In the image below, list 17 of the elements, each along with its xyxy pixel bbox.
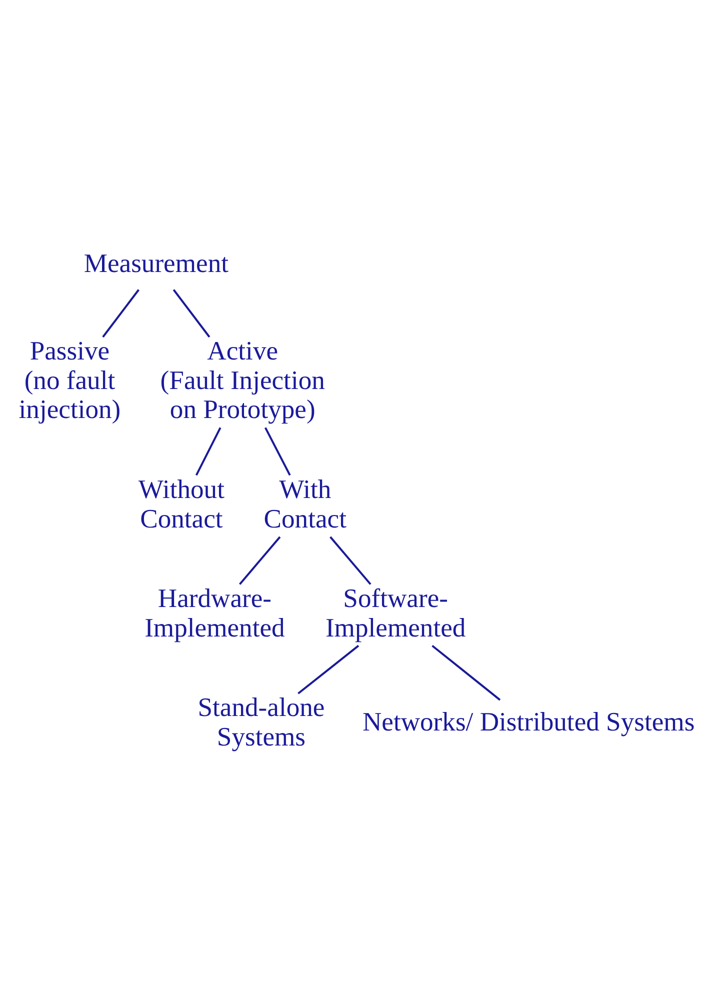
node-text: Measurement xyxy=(84,247,229,278)
node-text: Software- Implemented xyxy=(325,582,466,642)
node-text: Networks/ Distributed Systems xyxy=(362,706,695,736)
node-text: Stand-alone Systems xyxy=(198,692,325,751)
connector xyxy=(330,536,372,584)
node-text: Active (Fault Injection on Prototype) xyxy=(160,335,325,424)
connector xyxy=(238,536,281,584)
node-text: With Contact xyxy=(264,474,346,533)
connector xyxy=(432,644,501,700)
connector xyxy=(264,426,291,476)
connector xyxy=(172,288,210,338)
connector xyxy=(102,288,140,338)
connector xyxy=(195,426,222,476)
node-text: Passive (no fault injection) xyxy=(18,335,121,424)
node-text: Without Contact xyxy=(138,474,224,533)
node-text: Hardware- Implemented xyxy=(144,582,285,642)
connector xyxy=(298,644,360,694)
